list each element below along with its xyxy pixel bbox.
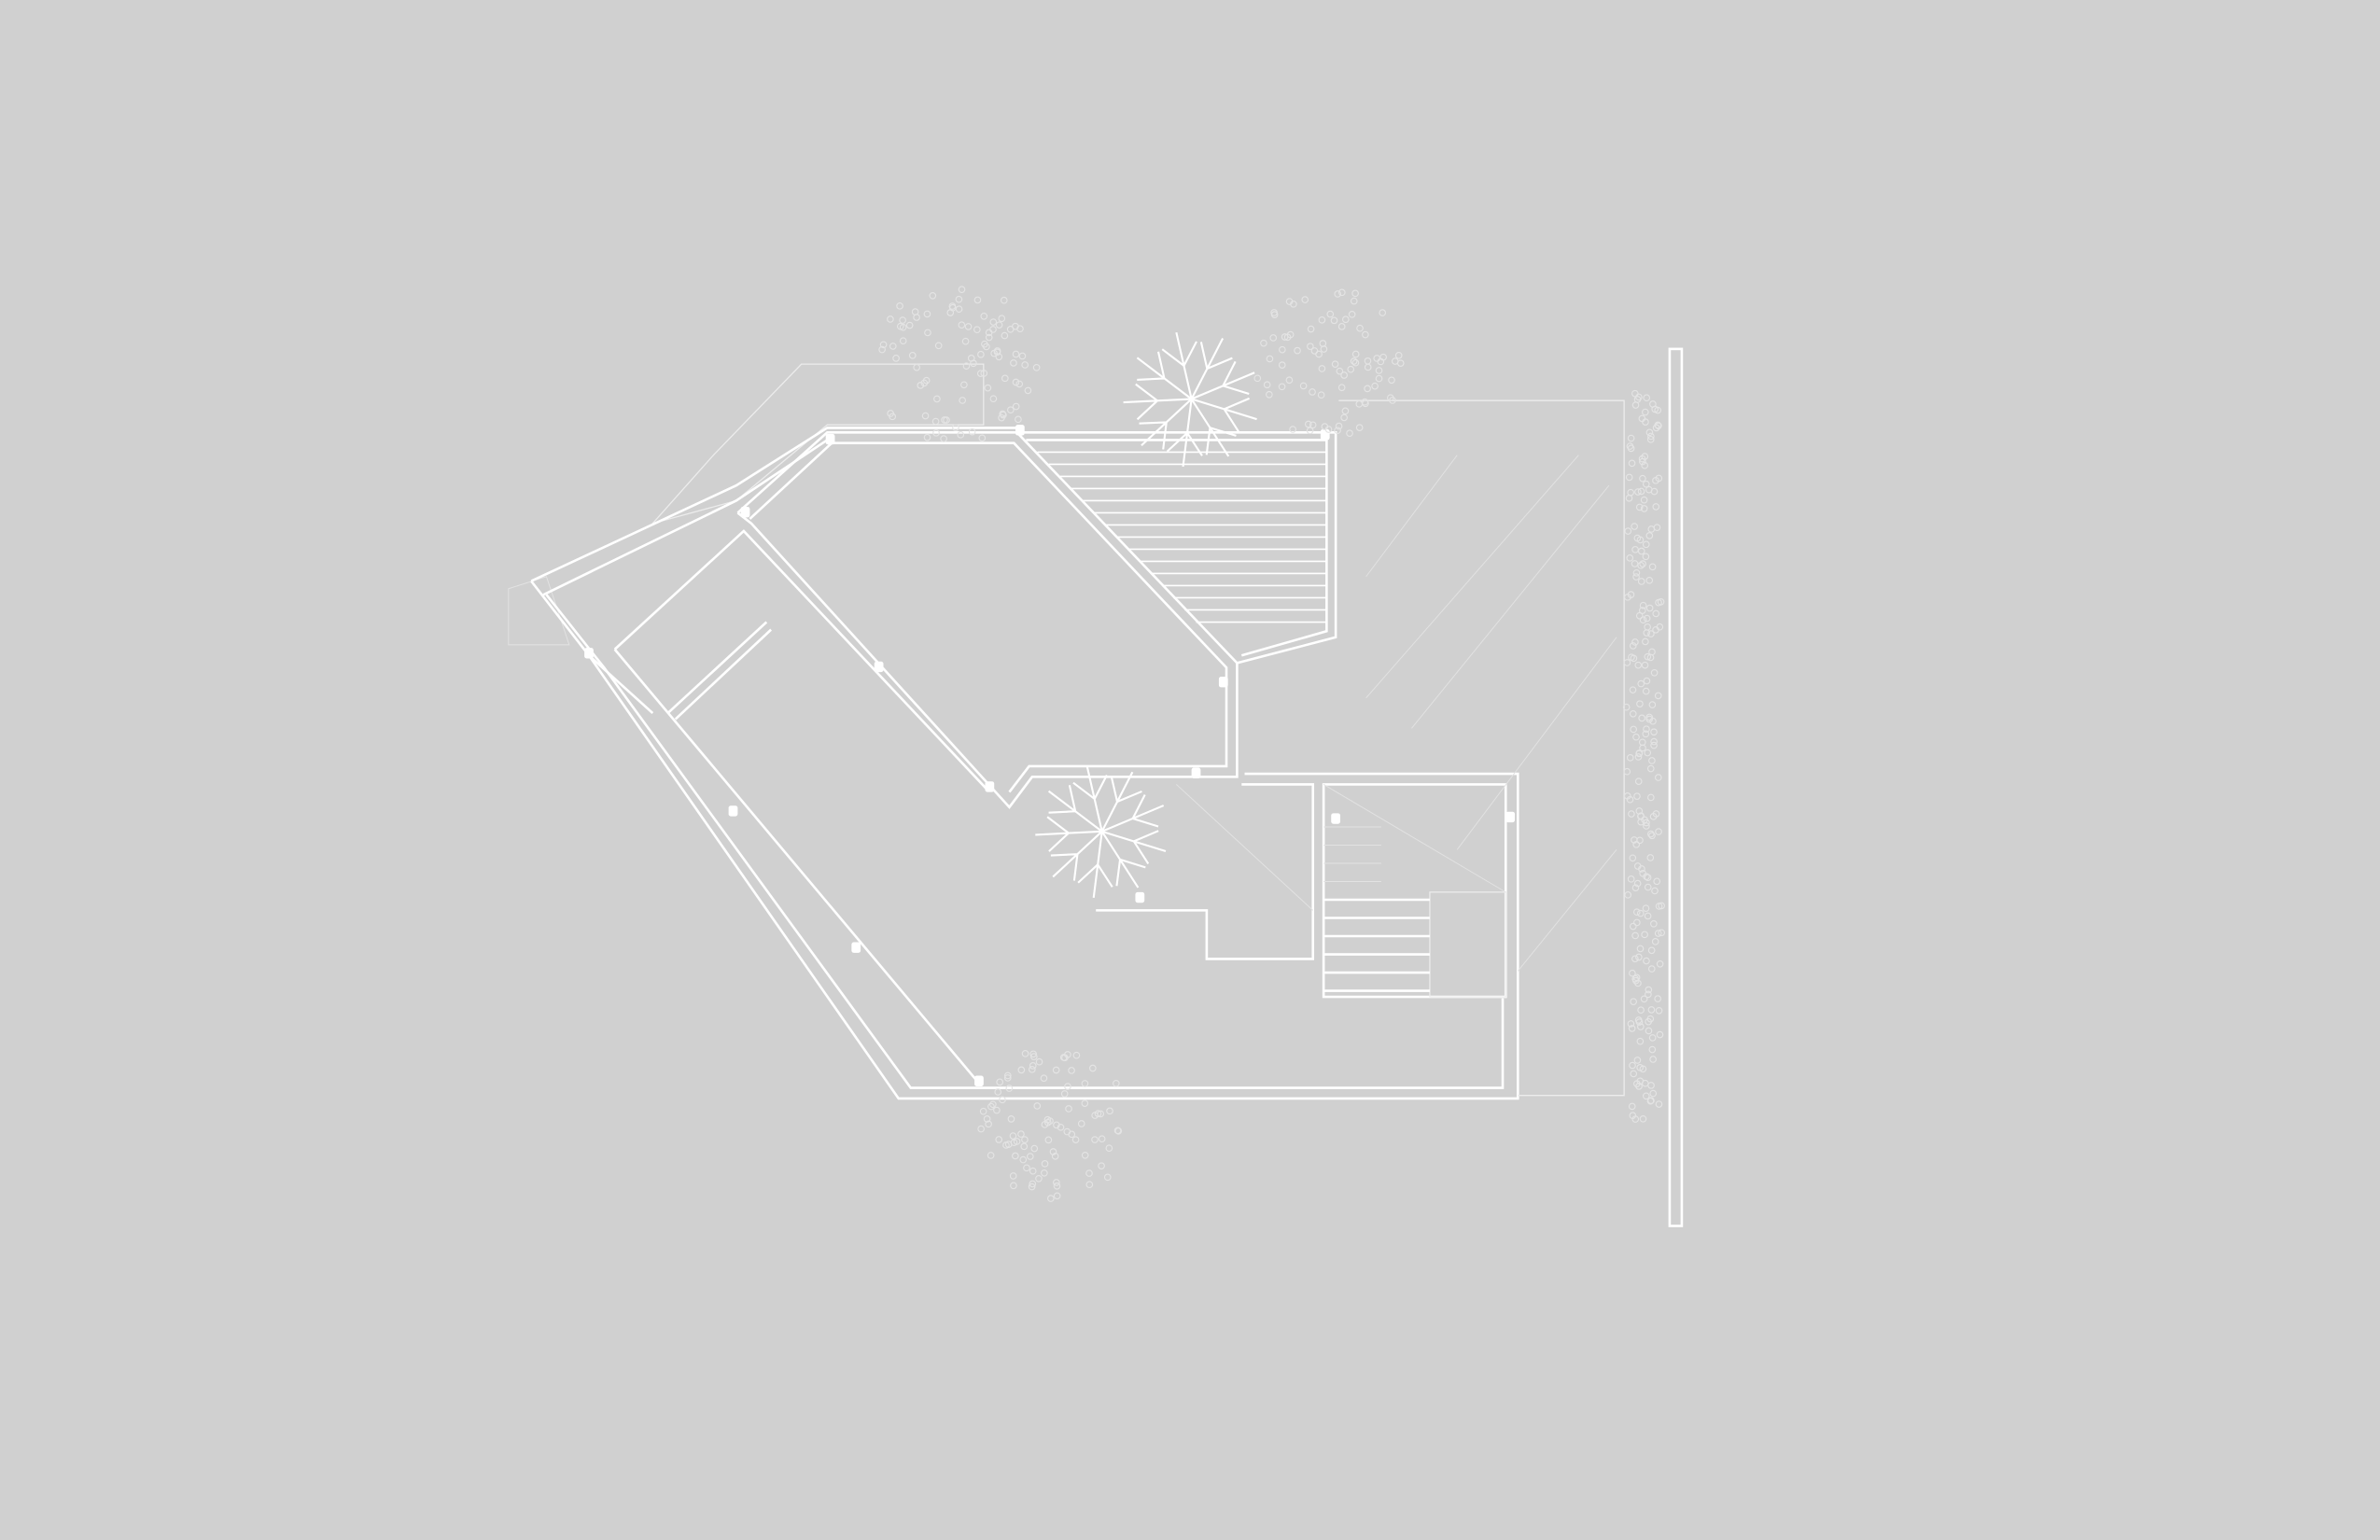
planting-strip xyxy=(1622,686,1662,723)
shrub-cluster xyxy=(878,286,1041,442)
outer-walls xyxy=(530,427,1519,1100)
planting-strip xyxy=(1631,389,1662,423)
main-hall xyxy=(613,431,1239,1085)
site-boundary xyxy=(1338,347,1684,1227)
planting-strip xyxy=(1629,1056,1657,1089)
columns xyxy=(584,425,1516,1086)
deck xyxy=(1016,431,1337,665)
column xyxy=(740,506,750,518)
column xyxy=(851,942,861,953)
planting-strip xyxy=(1629,918,1665,955)
planting-strip xyxy=(1623,749,1662,785)
planting-strip xyxy=(1627,854,1661,888)
shrub-cluster xyxy=(1253,288,1405,438)
glazing-line xyxy=(1411,484,1610,729)
column xyxy=(874,661,884,673)
glazing-line xyxy=(1517,849,1617,972)
column xyxy=(728,805,738,817)
shrub-cluster xyxy=(977,1050,1123,1202)
planting-strip xyxy=(1624,591,1665,624)
column xyxy=(825,433,835,445)
stair-block xyxy=(1096,783,1507,999)
planting-strip xyxy=(1626,553,1657,585)
planting-strip xyxy=(1623,652,1659,688)
column xyxy=(1505,811,1516,823)
glazing-line xyxy=(1456,637,1617,850)
column xyxy=(1015,425,1025,436)
tree-icon xyxy=(1035,765,1167,899)
planting-strip xyxy=(1630,717,1658,752)
planting-strip xyxy=(1624,523,1661,555)
tree-icon xyxy=(1123,331,1257,468)
column xyxy=(1320,429,1330,441)
planting-strip xyxy=(1626,418,1662,453)
planting-strip xyxy=(1625,453,1663,488)
planting-strip xyxy=(1625,485,1660,512)
column xyxy=(584,648,594,659)
glazing-line xyxy=(1365,455,1458,578)
column xyxy=(985,781,995,792)
planting-strip xyxy=(1624,883,1665,920)
planting-strip xyxy=(1629,953,1664,987)
planting-strip xyxy=(1631,816,1662,848)
planting-strip xyxy=(1623,792,1660,820)
planting-strip xyxy=(1630,986,1663,1024)
column xyxy=(1135,891,1145,903)
column xyxy=(1218,677,1228,688)
column xyxy=(1331,813,1341,824)
glazing-line xyxy=(1365,455,1579,699)
planting-strip xyxy=(1627,1017,1664,1054)
column xyxy=(1191,767,1201,778)
column xyxy=(974,1075,984,1086)
planting-strip xyxy=(1629,614,1664,656)
planting-strip xyxy=(1628,1083,1663,1123)
